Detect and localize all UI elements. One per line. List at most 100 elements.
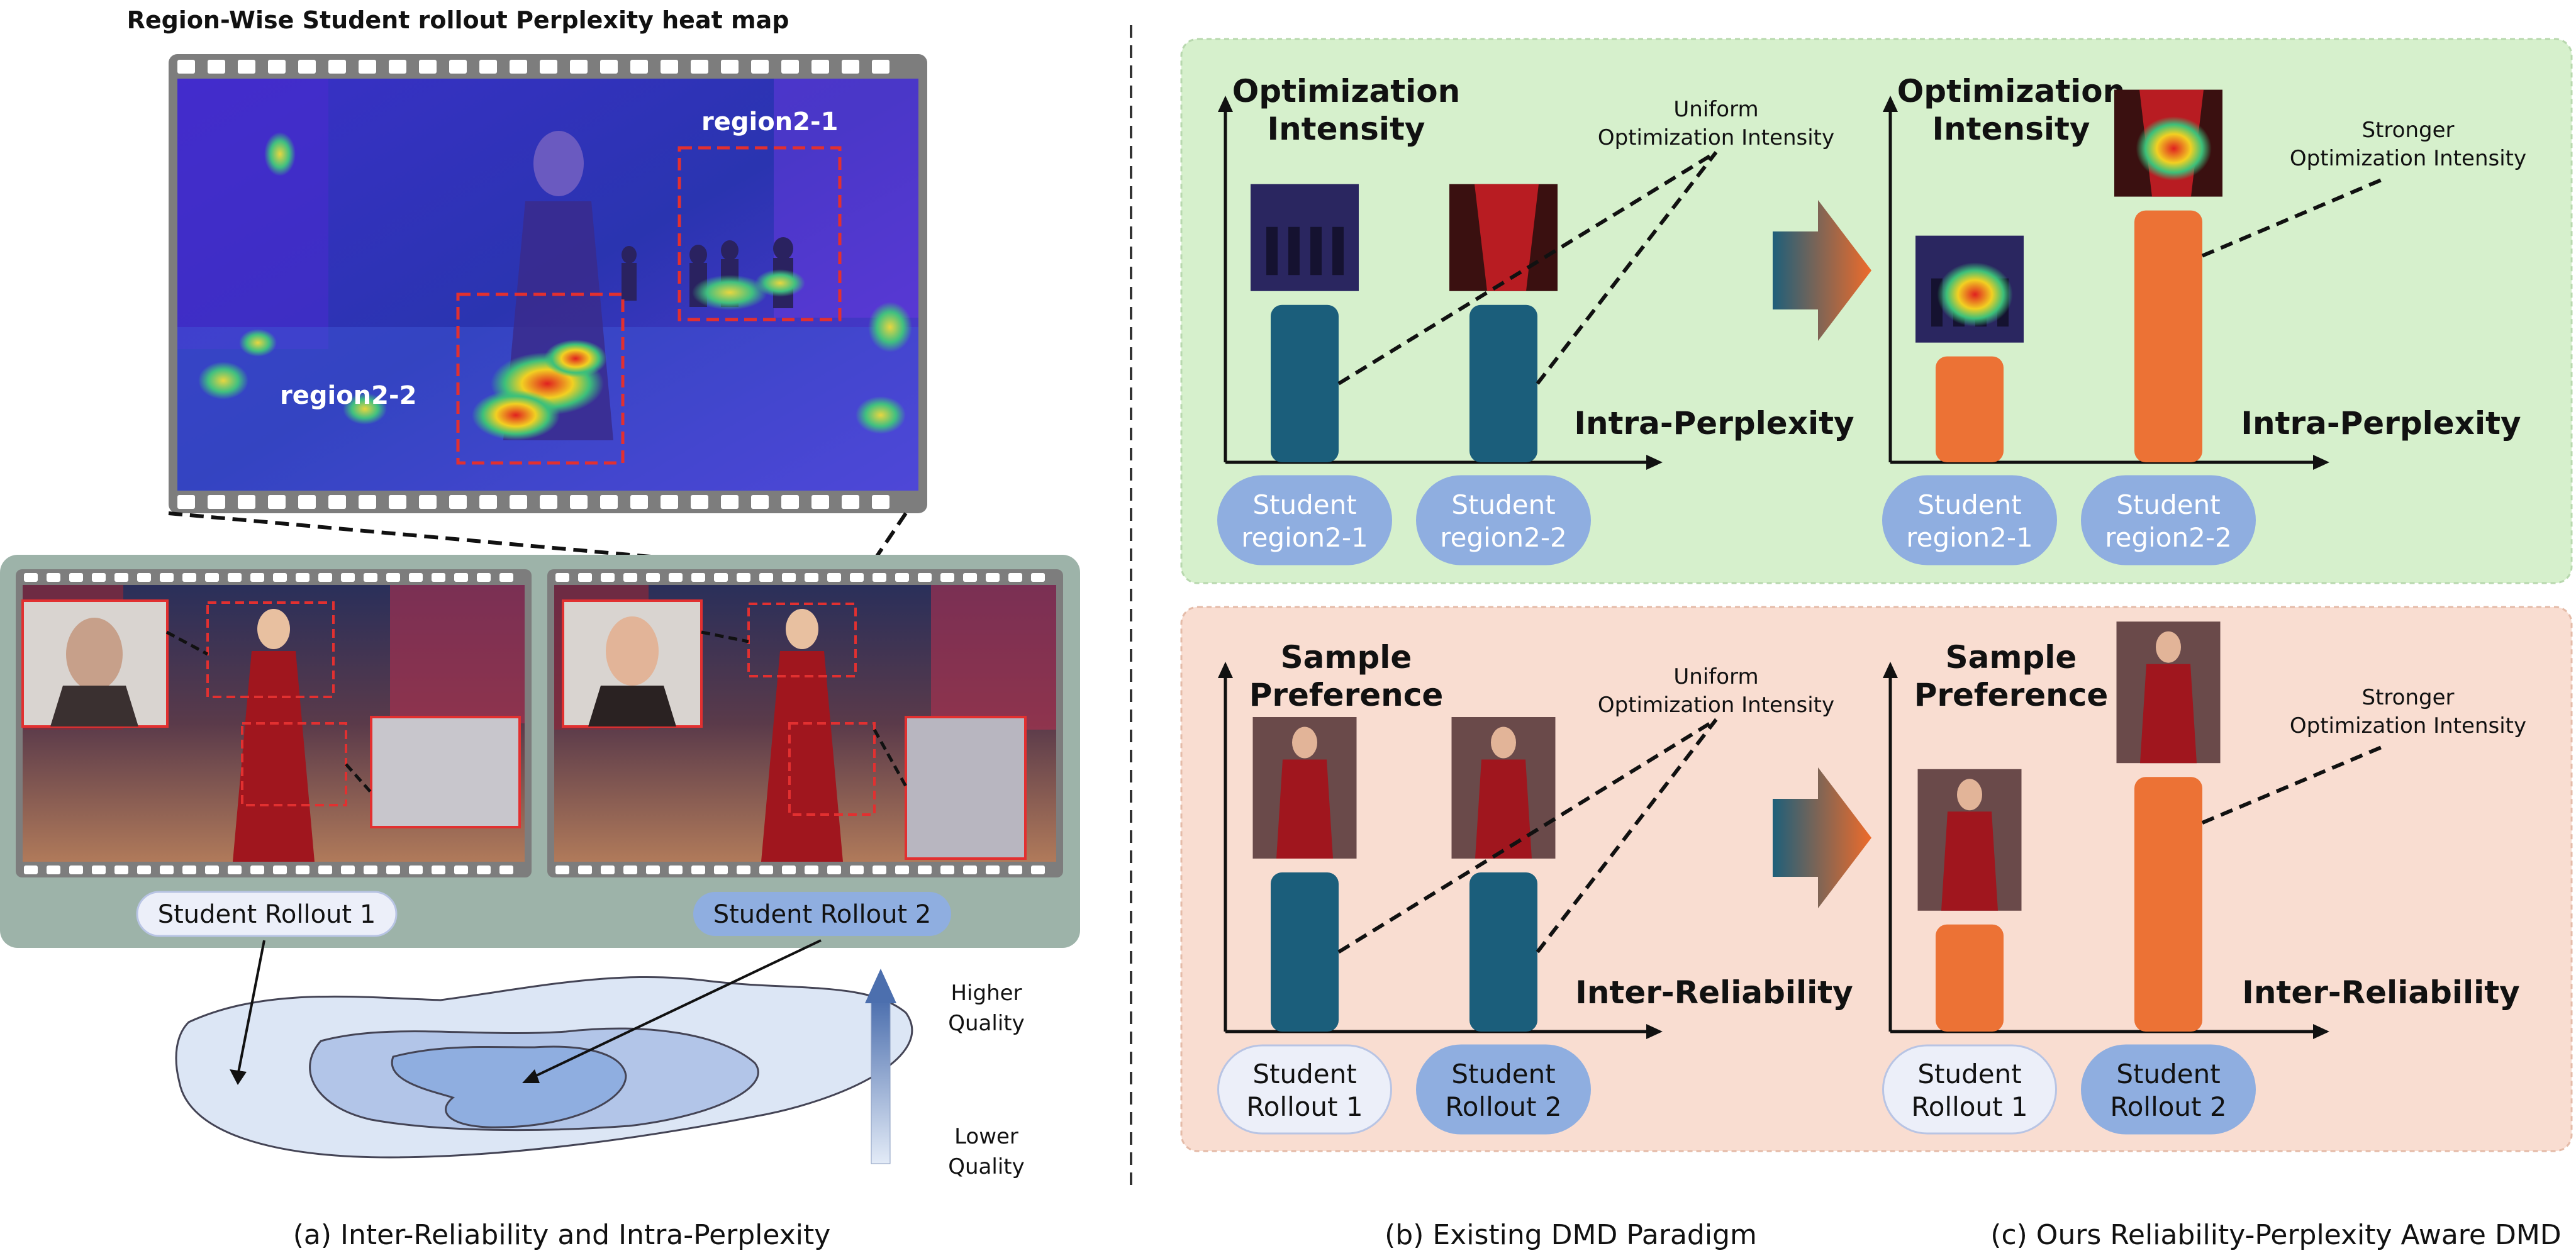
- rollout-1-pill: [136, 891, 398, 937]
- sprocket-hole: [341, 573, 355, 582]
- sprocket-hole: [364, 866, 377, 874]
- bar-1-thumbnail: [1915, 235, 2024, 343]
- rollout-2-inset-line-a: [701, 630, 749, 643]
- bar-2-thumbnail: [2116, 621, 2221, 764]
- x-axis-label: Inter-Reliability: [1575, 974, 1853, 1011]
- sprocket-hole: [298, 60, 316, 74]
- rollout-2-inset-line-b: [873, 728, 908, 788]
- annotation-pointer-1: [1337, 718, 1717, 954]
- region2-2-box: [456, 292, 625, 465]
- bar-1-label-line1: Student: [1252, 489, 1356, 520]
- heatmap-hotspots: [198, 132, 912, 440]
- sprocket-hole: [986, 573, 1000, 582]
- y-axis-label-line1: Sample: [1281, 639, 1412, 676]
- thumbnail-dress: [2140, 664, 2197, 764]
- sprocket-hole: [555, 573, 569, 582]
- y-axis-label-line1: Optimization: [1897, 73, 2125, 109]
- sprocket-hole: [600, 495, 618, 509]
- caption-c: (c) Ours Reliability-Perplexity Aware DM…: [1990, 1219, 2561, 1251]
- sprocket-hole: [963, 573, 977, 582]
- rollout-2-arrowhead: [522, 1069, 540, 1083]
- sprocket-hole: [250, 866, 264, 874]
- annotation-pointer-1: [1337, 150, 1717, 386]
- sprocket-hole: [578, 866, 592, 874]
- sprocket-hole: [177, 60, 195, 74]
- sprocket-hole: [114, 866, 128, 874]
- bar-2-label-line1: Student: [2116, 489, 2220, 520]
- bar-2-label-line2: region2-2: [2105, 522, 2231, 553]
- sprocket-hole: [318, 573, 332, 582]
- transition-arrow-bottom: [1773, 767, 1871, 908]
- rollout-2-face: [606, 616, 659, 686]
- bar-1-thumbnail: [1251, 184, 1359, 291]
- sprocket-hole: [737, 573, 750, 582]
- bar-1-label-line2: region2-1: [1241, 522, 1368, 553]
- thumbnail-face: [1292, 726, 1317, 759]
- thumbnail-heat: [1937, 262, 2013, 327]
- sprocket-hole: [646, 573, 660, 582]
- y-axis-label-line1: Optimization: [1232, 73, 1460, 109]
- sprocket-hole: [238, 60, 255, 74]
- bar-1-label-pill: [1882, 1044, 2057, 1135]
- annotation-line2: Optimization Intensity: [2290, 146, 2526, 171]
- bar-2-thumbnail: [1451, 717, 1556, 859]
- sprocket-hole: [432, 573, 445, 582]
- sprocket-hole: [1008, 573, 1022, 582]
- sprocket-hole: [499, 866, 513, 874]
- thumbnail-face: [1957, 779, 1982, 811]
- sprocket-hole: [477, 866, 491, 874]
- chart-panel_b-bottom: SamplePreferenceInter-ReliabilityUniform…: [1217, 639, 1853, 1135]
- region2-1-box: [677, 146, 842, 321]
- sprocket-hole: [601, 573, 615, 582]
- y-axis-label-line2: Preference: [1914, 677, 2109, 713]
- bar-1-label-pill: [1217, 475, 1392, 565]
- thumbnail-pedestrian: [1310, 226, 1322, 276]
- thumbnail-pedestrian: [1332, 226, 1344, 276]
- bar-1: [1271, 304, 1339, 462]
- sprocket-hole: [114, 573, 128, 582]
- bar-2-label-line1: Student: [1451, 1059, 1555, 1089]
- transition-arrow-top: [1773, 200, 1871, 341]
- sprocket-hole: [47, 573, 60, 582]
- sprocket-hole: [250, 573, 264, 582]
- bar-1-thumbnail: [1917, 769, 2022, 911]
- rollout-1-building-right: [390, 585, 525, 723]
- annotation-pointer: [2201, 177, 2384, 258]
- sprocket-hole: [409, 866, 423, 874]
- sprocket-hole: [759, 573, 773, 582]
- rollout-1-face: [66, 618, 123, 691]
- sprocket-hole: [1031, 866, 1045, 874]
- sprocket-hole: [364, 573, 377, 582]
- sprocket-hole: [205, 573, 219, 582]
- sprocket-hole: [781, 495, 799, 509]
- thumbnail-pedestrian: [1288, 226, 1300, 276]
- annotation-line2: Optimization Intensity: [1598, 693, 1834, 718]
- sprocket-hole: [137, 866, 151, 874]
- sprocket-hole: [177, 495, 195, 509]
- bar-1: [1936, 924, 2004, 1032]
- sprocket-hole: [782, 573, 796, 582]
- rollout-2-label: Student Rollout 2: [713, 900, 932, 929]
- sprocket-hole: [208, 495, 225, 509]
- sprocket-hole: [850, 866, 864, 874]
- sprocket-hole: [228, 573, 242, 582]
- lower-quality-line2: Quality: [948, 1154, 1025, 1179]
- sprocket-hole: [409, 573, 423, 582]
- sprocket-hole: [328, 60, 346, 74]
- sprocket-hole: [669, 573, 683, 582]
- x-axis-label: Inter-Reliability: [2242, 974, 2520, 1011]
- sprocket-hole: [208, 60, 225, 74]
- thumbnail-pedestrian: [1266, 226, 1278, 276]
- sprocket-hole: [811, 495, 829, 509]
- sprocket-hole: [479, 60, 497, 74]
- x-axis-label: Intra-Perplexity: [2241, 405, 2521, 442]
- region2-1-label: region2-1: [701, 108, 838, 136]
- rollout-2-building-right: [931, 585, 1056, 730]
- sprocket-hole: [781, 60, 799, 74]
- rollout-2-holes-bottom: [555, 866, 1045, 874]
- sprocket-hole: [137, 573, 151, 582]
- sprocket-hole: [182, 866, 196, 874]
- sprocket-hole: [1008, 866, 1022, 874]
- rollout-1-label: Student Rollout 1: [158, 900, 376, 929]
